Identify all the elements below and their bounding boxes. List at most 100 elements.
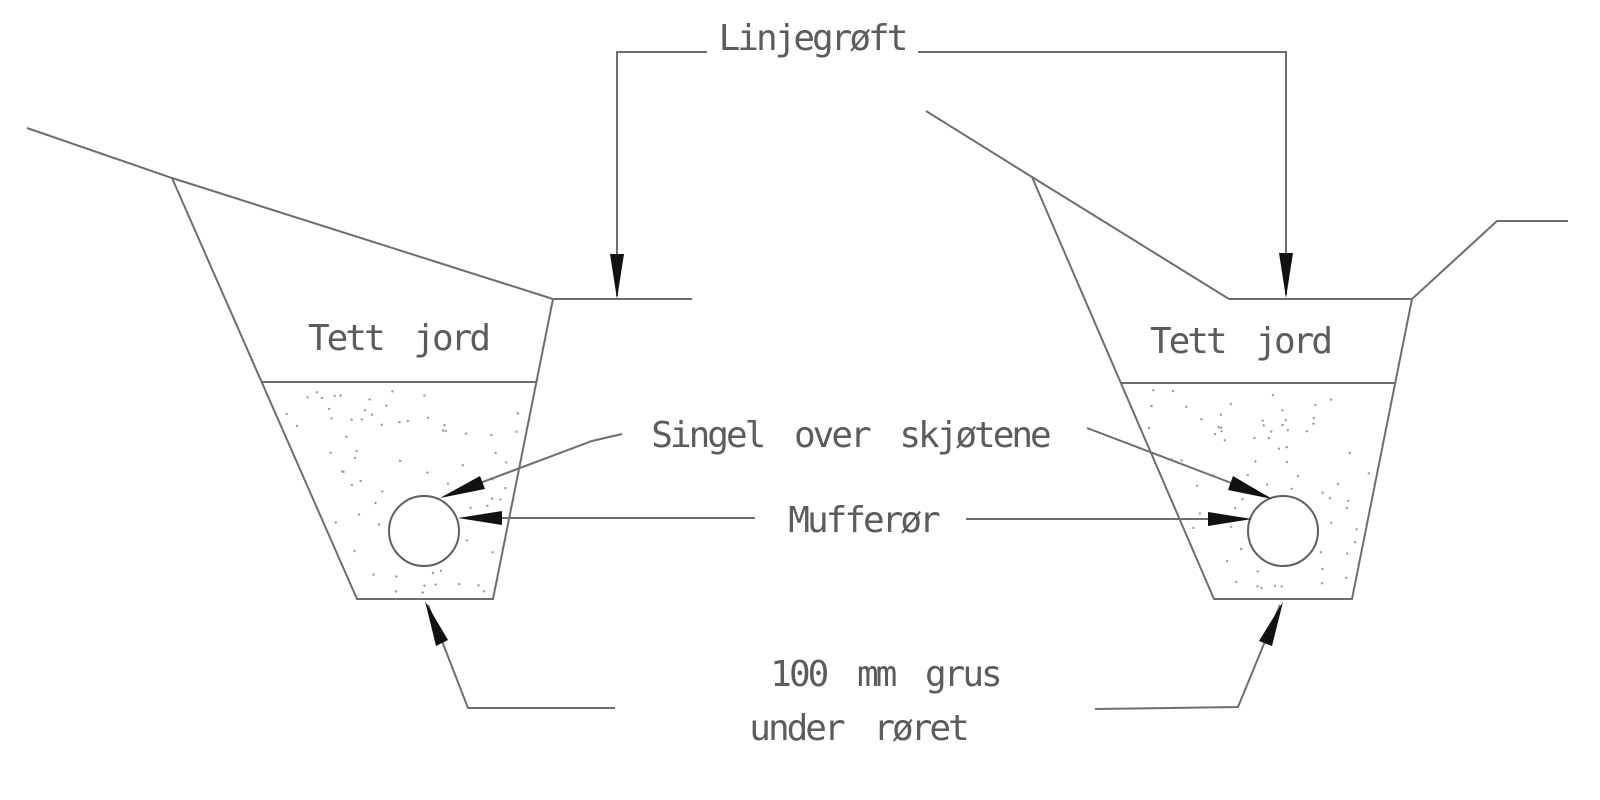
stipple-dot — [1239, 547, 1243, 551]
stipple-dot — [368, 398, 371, 401]
left-trench — [26, 127, 692, 600]
stipple-dot — [505, 461, 508, 464]
stipple-dot — [394, 590, 398, 593]
stipple-dot — [391, 390, 394, 393]
stipple-dot — [1330, 521, 1333, 524]
left-trench-inner-slope — [171, 177, 554, 300]
stipple-dot — [350, 483, 354, 486]
linjegroft-right-leader — [918, 51, 1287, 295]
tett-jord-right-label: Tett jord — [1150, 321, 1330, 362]
stipple-dot — [353, 549, 356, 553]
stipple-dot — [421, 591, 424, 594]
stipple-dot — [1198, 512, 1202, 515]
stipple-dot — [1267, 436, 1271, 440]
stipple-dot — [334, 521, 337, 524]
stipple-dot — [342, 470, 345, 474]
stipple-dot — [1171, 389, 1175, 393]
stipple-dot — [330, 417, 333, 420]
stipple-dot — [355, 449, 358, 453]
stipple-dot — [1347, 499, 1350, 503]
stipple-dot — [1150, 404, 1153, 408]
grus-left-leader — [427, 604, 615, 709]
mufferor-label: Mufferør — [788, 500, 940, 541]
stipple-dot — [494, 451, 497, 455]
stipple-dot — [398, 421, 401, 424]
linjegroft-right-arrowhead — [1279, 253, 1293, 298]
stipple-dot — [329, 451, 332, 454]
stipple-dot — [406, 419, 410, 423]
stipple-dot — [372, 573, 375, 576]
mufferor-left-arrowhead — [458, 511, 502, 525]
stipple-dot — [499, 498, 502, 501]
stipple-dot — [360, 418, 363, 421]
stipple-dot — [1220, 430, 1223, 433]
stipple-dot — [439, 569, 443, 572]
stipple-dot — [345, 435, 348, 438]
stipple-dot — [1284, 419, 1287, 422]
stipple-dot — [315, 391, 319, 394]
stipple-dot — [1329, 398, 1333, 401]
linjegroft-left-leader — [616, 51, 707, 296]
stipple-dot — [1152, 389, 1155, 392]
left-pipe-circle — [388, 495, 460, 567]
stipple-dot — [469, 506, 472, 509]
stipple-dot — [431, 571, 435, 575]
stipple-dot — [1312, 416, 1316, 420]
stipple-dot — [426, 471, 429, 474]
stipple-dot — [491, 551, 494, 554]
leader-lines — [427, 51, 1287, 710]
stipple-dot — [1235, 580, 1238, 584]
right-trench-outline — [925, 110, 1414, 600]
stipple-dot — [350, 418, 353, 421]
mufferor-right-arrowhead — [1208, 512, 1252, 526]
stipple-dot — [306, 396, 309, 399]
stipple-dot — [1345, 506, 1349, 510]
stipple-dot — [1286, 429, 1290, 432]
stipple-dot — [461, 464, 464, 467]
right-ground-surface — [1411, 220, 1568, 300]
stipple-dot — [1355, 528, 1358, 531]
stipple-dot — [482, 590, 486, 593]
stipple-dot — [320, 396, 324, 400]
stipple-dot — [486, 504, 489, 507]
grus-left-arrowhead — [425, 601, 448, 646]
tett-jord-left-label: Tett jord — [308, 318, 488, 359]
stipple-dot — [377, 523, 381, 526]
stipple-dot — [1277, 447, 1281, 450]
stipple-dot — [1270, 430, 1273, 433]
stipple-dot — [1296, 475, 1300, 478]
stipple-dot — [426, 416, 430, 419]
stipple-dot — [446, 482, 450, 485]
stipple-dot — [1354, 541, 1357, 544]
stipple-dot — [458, 582, 461, 586]
stipple-dot — [1312, 422, 1315, 425]
stipple-dot — [374, 501, 377, 505]
stipple-dot — [1273, 584, 1277, 587]
stipple-dot — [504, 486, 507, 490]
grus-label-line1: 100 mm grus — [770, 654, 1000, 695]
stipple-dot — [359, 479, 362, 483]
grus-right-leader — [1094, 604, 1281, 710]
stipple-dot — [381, 490, 384, 493]
stipple-dot — [1213, 433, 1217, 436]
stipple-dot — [464, 432, 468, 435]
stipple-dot — [357, 513, 361, 516]
stipple-dot — [370, 413, 374, 416]
stipple-dot — [1260, 586, 1263, 590]
stipple-dot — [490, 433, 493, 437]
stipple-dot — [443, 423, 446, 427]
stipple-dot — [441, 429, 445, 432]
arrowheads — [425, 253, 1293, 646]
linjegroft-left-arrowhead — [610, 254, 624, 299]
stipple-dot — [353, 456, 357, 460]
stipple-dot — [1185, 405, 1188, 408]
stipple-dot — [1320, 582, 1324, 585]
stipple-dot — [385, 404, 388, 407]
stipple-dot — [1319, 551, 1323, 554]
stipple-dot — [295, 424, 299, 428]
stipple-dot — [465, 539, 468, 542]
stipple-dot — [1180, 459, 1183, 462]
stipple-dot — [1265, 483, 1269, 486]
